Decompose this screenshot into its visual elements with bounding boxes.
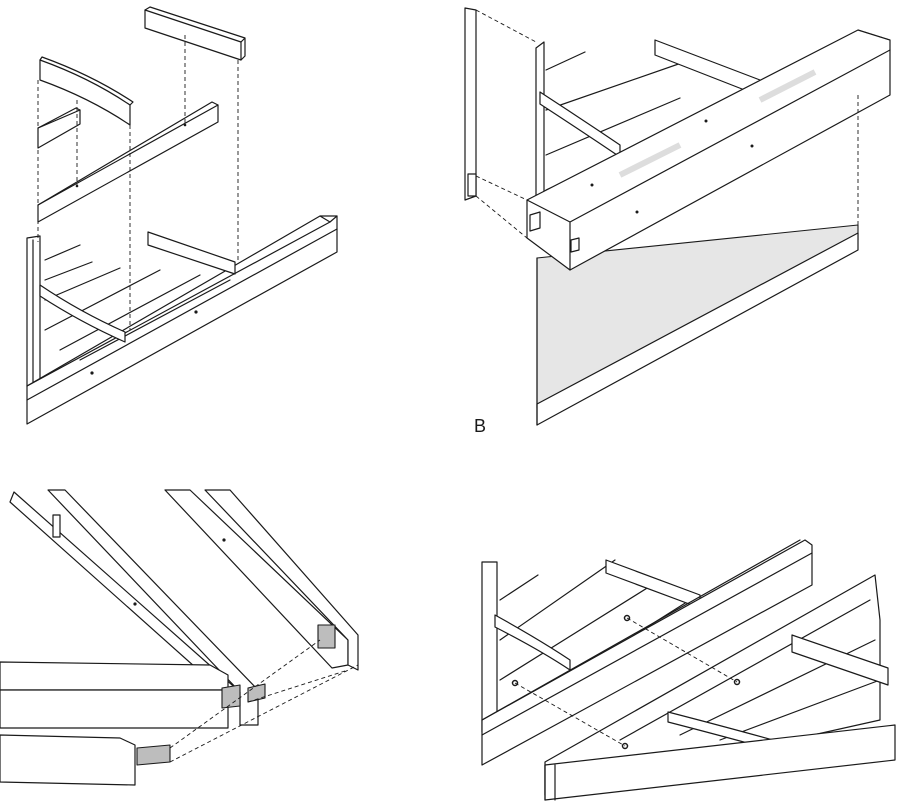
stub-piece [37, 109, 81, 149]
top-right-guides [475, 9, 891, 239]
front-rail [26, 215, 338, 425]
separated-stile [464, 7, 477, 201]
bottom-right-guides [514, 617, 738, 747]
panel-label-b: B [474, 416, 486, 436]
panel-top-left [26, 6, 338, 425]
base-curved-rib [39, 284, 126, 343]
bottom-left-guides [169, 639, 359, 763]
panel-bottom-left [0, 489, 359, 786]
top-cap-piece [144, 9, 242, 61]
gray-tenon [136, 744, 171, 766]
alignment-guides [37, 35, 239, 330]
bottom-right-cross [791, 634, 889, 686]
base-cross-piece [147, 231, 236, 275]
horizontal-board-bottom [0, 734, 136, 786]
base-slats [44, 244, 231, 361]
panel-bottom-right [481, 539, 896, 801]
top-right-slats [545, 51, 761, 201]
horizontal-board-top [0, 661, 229, 691]
bottom-right-rail-back [481, 539, 813, 766]
curved-rib-piece [39, 59, 131, 126]
panel-top-right: B [464, 7, 891, 436]
main-upright [535, 41, 545, 201]
